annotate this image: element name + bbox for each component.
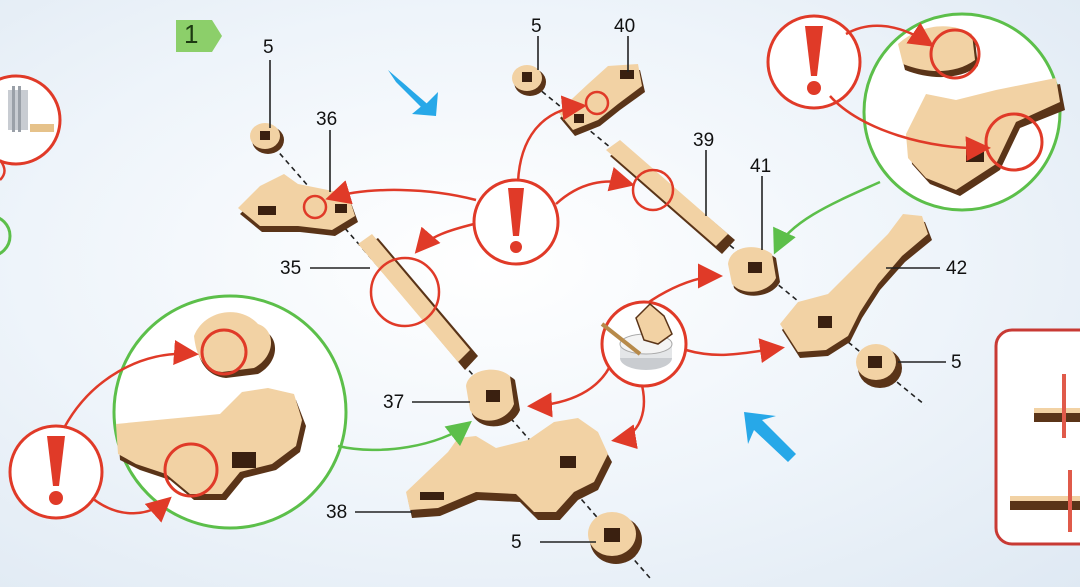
part-36 xyxy=(238,174,358,236)
leader-lines xyxy=(269,36,946,543)
partial-detail-left xyxy=(0,74,62,256)
step-number: 1 xyxy=(184,19,199,49)
part-38 xyxy=(406,418,612,520)
direction-arrow-icon-top xyxy=(386,66,438,116)
label-part-5-right: 5 xyxy=(951,352,962,373)
label-part-39: 39 xyxy=(693,130,715,151)
label-part-41: 41 xyxy=(750,156,772,177)
label-part-42: 42 xyxy=(946,258,968,279)
label-part-38: 38 xyxy=(326,502,348,523)
part-41 xyxy=(728,247,780,296)
label-part-35: 35 xyxy=(280,258,302,279)
warning-icon-bottom-left xyxy=(8,340,199,523)
glue-pot-icon xyxy=(600,300,688,388)
part-42 xyxy=(780,214,932,358)
detail-circle-top-right xyxy=(862,12,1065,212)
label-part-36: 36 xyxy=(316,109,338,130)
part-5-top-mid xyxy=(512,65,546,96)
part-35 xyxy=(358,234,478,370)
direction-arrow-icon-bottom xyxy=(744,412,796,462)
label-part-37: 37 xyxy=(383,392,405,413)
green-arrow-bottom-left xyxy=(337,420,472,452)
label-part-5-bottom: 5 xyxy=(511,532,522,553)
warning-icon-top-right xyxy=(766,14,991,162)
warning-icon-center xyxy=(472,178,560,266)
detail-circle-bottom-left xyxy=(112,294,348,530)
step-badge xyxy=(176,20,222,52)
part-40 xyxy=(558,64,645,136)
label-part-5-top-left: 5 xyxy=(263,37,274,58)
label-part-40: 40 xyxy=(614,16,636,37)
green-arrow-top-right xyxy=(773,180,881,255)
part-5-top-left xyxy=(250,123,284,154)
partial-detail-box-right xyxy=(994,328,1080,546)
label-part-5-top-mid: 5 xyxy=(531,16,542,37)
part-37 xyxy=(466,369,520,427)
part-5-bottom xyxy=(588,512,642,564)
part-5-right xyxy=(856,344,902,388)
